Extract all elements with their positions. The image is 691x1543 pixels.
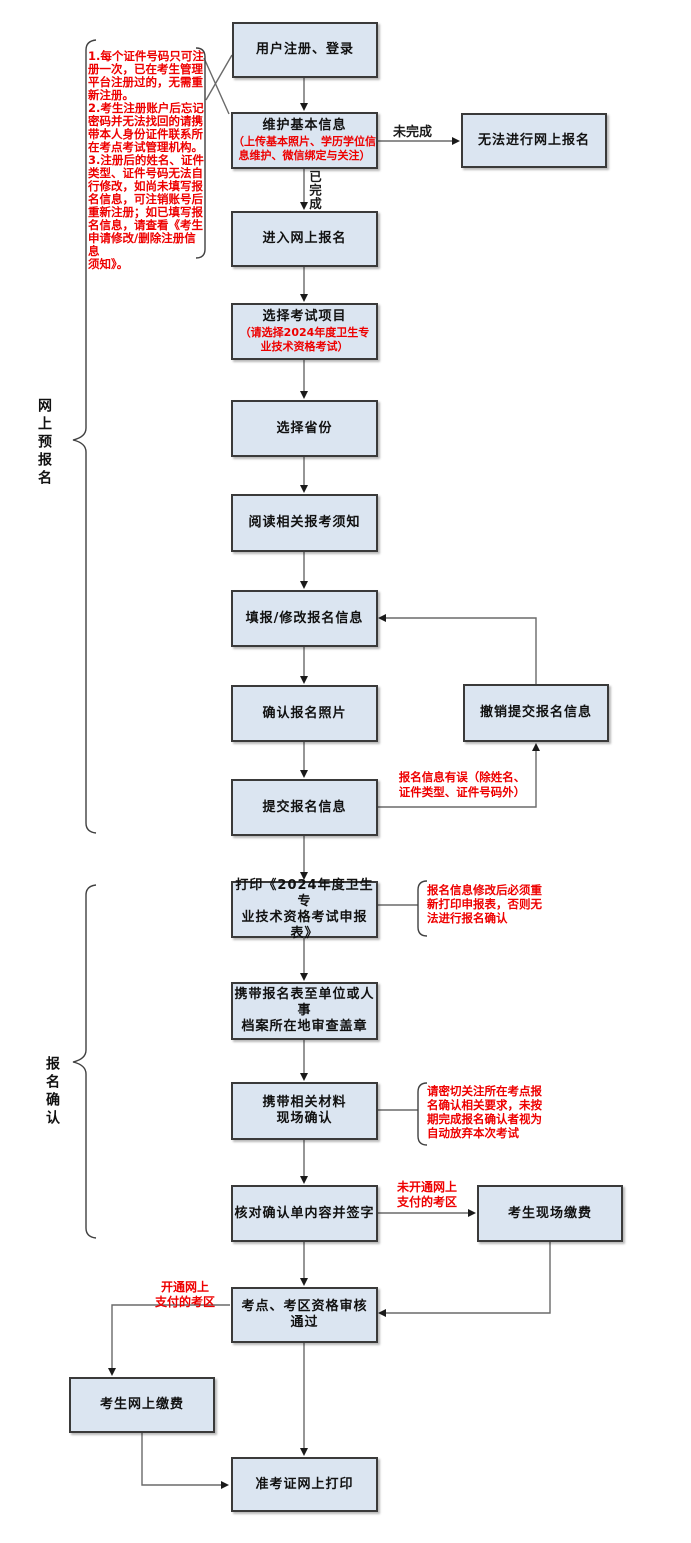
edge-label-done: 已完成 — [307, 170, 322, 211]
node-choose-exam: 选择考试项目 （请选择2024年度卫生专 业技术资格考试） — [231, 303, 378, 360]
node-stamp-form: 携带报名表至单位或人事 档案所在地审查盖章 — [231, 982, 378, 1040]
node-title: 维护基本信息 — [262, 118, 347, 133]
node-online-pay: 考生网上缴费 — [69, 1377, 215, 1433]
section-label-registration-confirmation: 报名确认 — [44, 1056, 60, 1128]
node-title: 撤销提交报名信息 — [479, 705, 592, 720]
node-title: 用户注册、登录 — [255, 42, 354, 57]
node-title: 选择省份 — [276, 420, 333, 436]
section-label-online-preregistration: 网上预报名 — [36, 398, 52, 488]
node-revoke-submit: 撤销提交报名信息 — [463, 684, 609, 742]
node-choose-province: 选择省份 — [231, 400, 378, 457]
node-title: 进入网上报名 — [262, 231, 347, 246]
node-title: 打印《2024年度卫生专 业技术资格考试申报表》 — [235, 877, 374, 941]
edge-label-online-pay-area: 开通网上 支付的考区 — [154, 1280, 215, 1309]
node-read-notice: 阅读相关报考须知 — [231, 494, 378, 552]
node-title: 携带报名表至单位或人事 档案所在地审查盖章 — [234, 987, 375, 1034]
node-confirm-photo: 确认报名照片 — [231, 685, 378, 742]
node-title: 核对确认单内容并签字 — [234, 1205, 375, 1221]
note-registration-rules: 1.每个证件号码只可注 册一次，已在考生管理 平台注册过的，无需重 新注册。 2… — [88, 49, 204, 271]
node-submit-info: 提交报名信息 — [231, 779, 378, 836]
node-title: 选择考试项目 — [262, 309, 347, 324]
note-onsite-confirm-requirements: 请密切关注所在考点报 名确认相关要求，未按 期完成报名确认者视为 自动放弃本次考… — [427, 1084, 542, 1140]
node-print-ticket: 准考证网上打印 — [231, 1457, 378, 1512]
node-cannot-register: 无法进行网上报名 — [461, 113, 607, 168]
node-subtitle: （上传基本照片、学历学位信 息维护、微信绑定与关注） — [233, 135, 376, 162]
node-user-register: 用户注册、登录 — [232, 22, 378, 78]
note-reprint-form: 报名信息修改后必须重 新打印申报表，否则无 法进行报名确认 — [427, 883, 542, 925]
node-print-form: 打印《2024年度卫生专 业技术资格考试申报表》 — [231, 878, 378, 941]
edge-label-not-done: 未完成 — [393, 125, 433, 140]
node-title: 填报/修改报名信息 — [245, 610, 364, 626]
node-title: 提交报名信息 — [262, 799, 347, 815]
node-onsite-confirm: 携带相关材料 现场确认 — [231, 1082, 378, 1140]
edge-label-info-error: 报名信息有误（除姓名、 证件类型、证件号码外） — [398, 770, 526, 799]
node-title: 携带相关材料 现场确认 — [262, 1095, 347, 1126]
node-subtitle: （请选择2024年度卫生专 业技术资格考试） — [239, 326, 370, 353]
node-title: 无法进行网上报名 — [477, 132, 590, 148]
node-maintain-info: 维护基本信息 （上传基本照片、学历学位信 息维护、微信绑定与关注） — [231, 112, 378, 169]
node-title: 考生现场缴费 — [507, 1205, 592, 1221]
node-title: 考点、考区资格审核 通过 — [241, 1299, 368, 1330]
node-title: 考生网上缴费 — [99, 1397, 184, 1412]
node-fill-info: 填报/修改报名信息 — [231, 590, 378, 647]
node-title: 准考证网上打印 — [255, 1476, 354, 1492]
node-title: 阅读相关报考须知 — [248, 515, 361, 530]
node-title: 确认报名照片 — [262, 705, 347, 721]
node-check-sign: 核对确认单内容并签字 — [231, 1185, 378, 1242]
node-audit-pass: 考点、考区资格审核 通过 — [231, 1287, 378, 1343]
edge-label-no-online-pay: 未开通网上 支付的考区 — [396, 1180, 457, 1209]
node-enter-register: 进入网上报名 — [231, 211, 378, 267]
node-onsite-pay: 考生现场缴费 — [477, 1185, 623, 1242]
